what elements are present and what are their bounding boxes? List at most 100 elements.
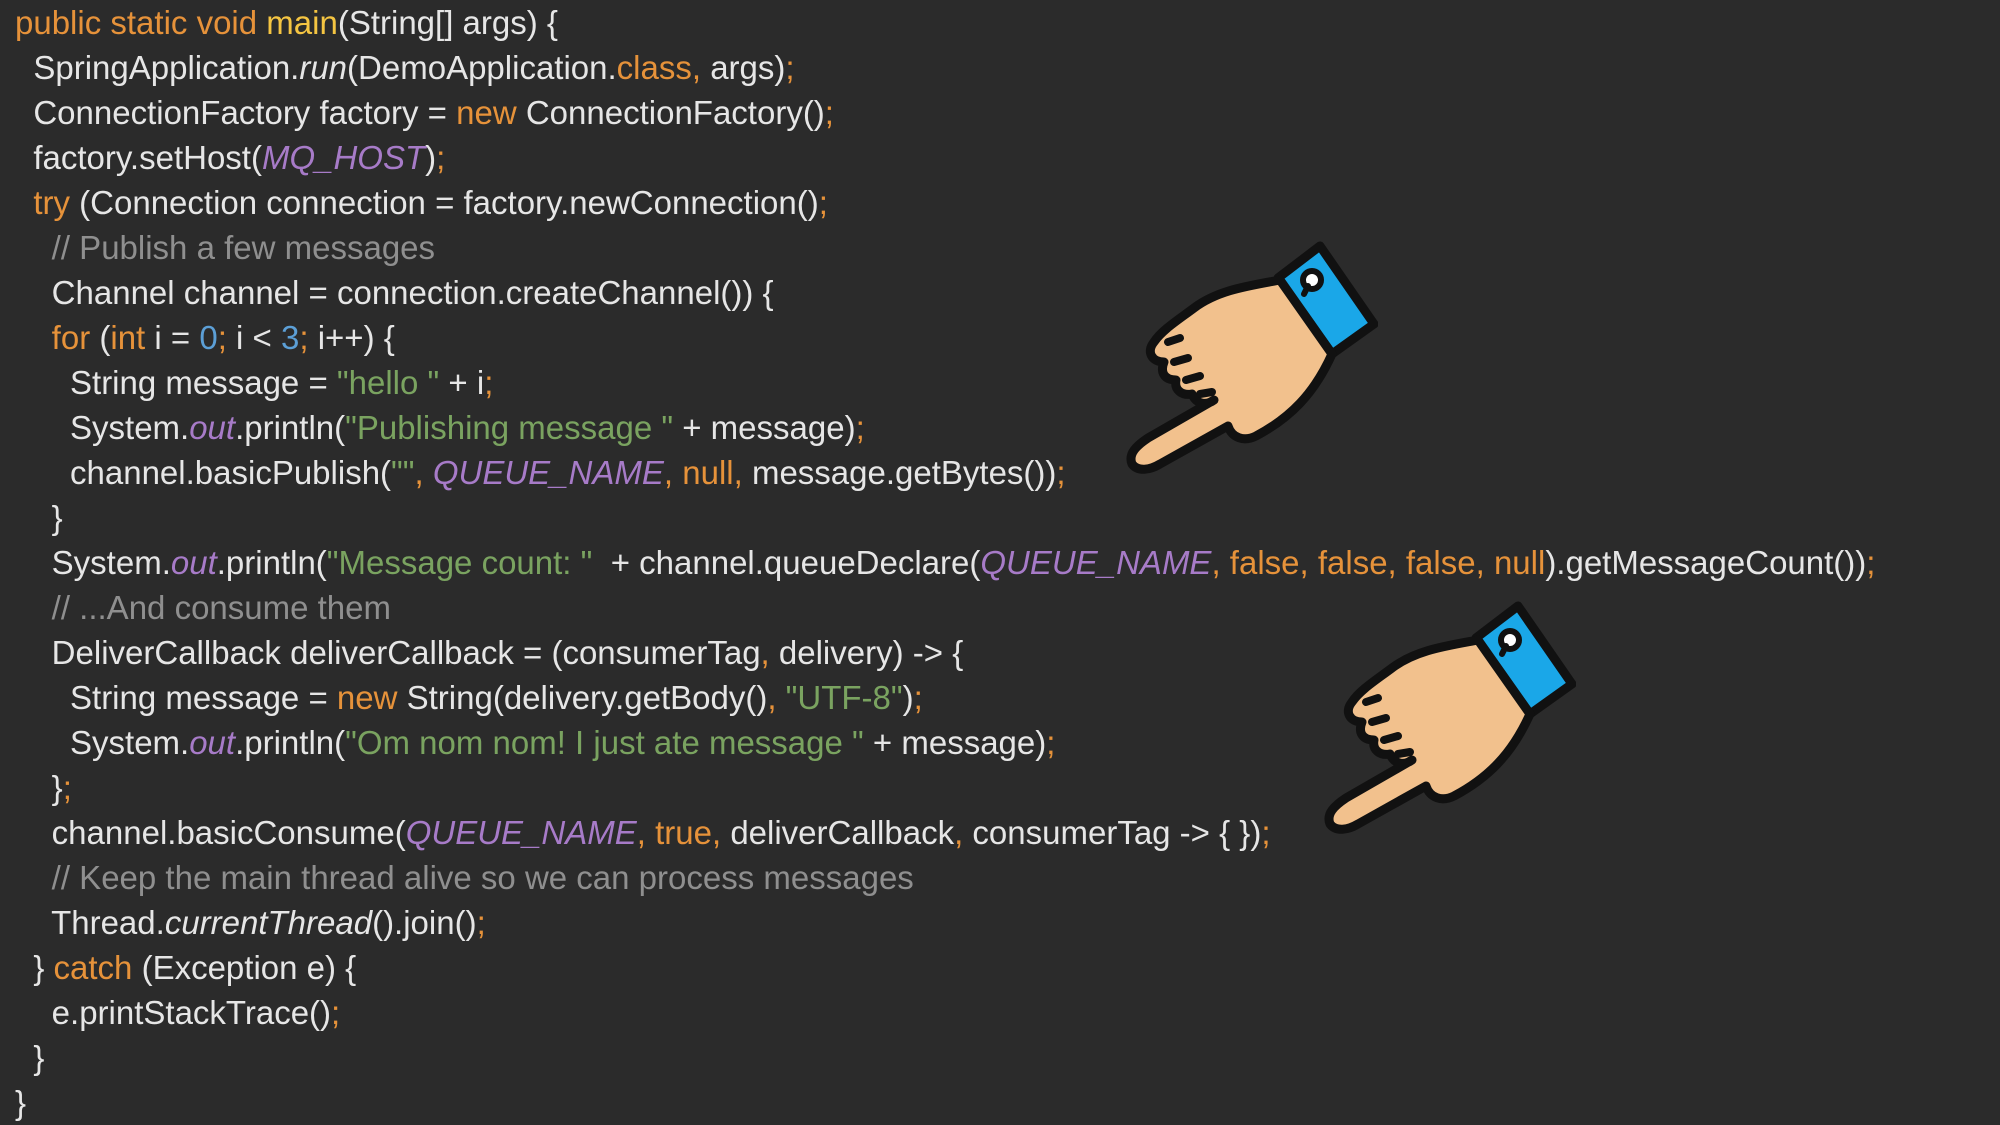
code-line: Channel channel = connection.createChann… <box>15 270 1875 315</box>
code-token: System. <box>15 409 190 446</box>
code-token: String message = <box>15 679 337 716</box>
code-token: } <box>15 949 54 986</box>
code-token: (DemoApplication. <box>347 49 617 86</box>
code-token: ; <box>1056 454 1066 491</box>
code-token: SpringApplication. <box>15 49 300 86</box>
code-token: channel.basicPublish( <box>15 454 392 491</box>
code-token: new <box>336 679 407 716</box>
code-token: ; <box>299 319 318 356</box>
code-token: + message) <box>863 724 1047 761</box>
code-line: System.out.println("Message count: " + c… <box>15 540 1876 585</box>
code-line: SpringApplication.run(DemoApplication.cl… <box>15 45 1875 90</box>
code-token: ) <box>902 679 914 716</box>
code-token: , <box>663 454 683 491</box>
code-line: }; <box>15 765 1875 810</box>
code-token: ) <box>425 139 437 176</box>
code-token: catch <box>53 949 142 986</box>
code-token: consumerTag -> { }) <box>972 814 1262 851</box>
code-token: (Connection connection = factory.newConn… <box>79 184 819 221</box>
code-token: } <box>15 1084 27 1121</box>
code-token: ; <box>824 94 834 131</box>
code-line: } <box>15 495 1875 540</box>
code-token: , <box>760 634 779 671</box>
code-token: } <box>15 499 63 536</box>
code-line: System.out.println("Om nom nom! I just a… <box>15 720 1875 765</box>
code-token: for <box>15 319 100 356</box>
code-token: e.printStackTrace() <box>15 994 332 1031</box>
code-token: , <box>954 814 973 851</box>
code-token: + message) <box>673 409 856 446</box>
code-token: , <box>636 814 656 851</box>
code-line: // Publish a few messages <box>15 225 1875 270</box>
code-token: true, <box>655 814 731 851</box>
code-token: ; <box>913 679 923 716</box>
code-token: delivery) -> { <box>778 634 964 671</box>
code-line: Thread.currentThread().join(); <box>15 900 1875 945</box>
code-token: } <box>15 769 63 806</box>
code-token: + i <box>439 364 485 401</box>
code-token: "UTF-8" <box>785 679 903 716</box>
code-token: (Exception e) { <box>141 949 357 986</box>
code-line: String message = "hello " + i; <box>15 360 1875 405</box>
code-token: , <box>1211 544 1230 581</box>
code-token: new <box>456 94 526 131</box>
code-token: "" <box>391 454 415 491</box>
code-token: } <box>15 1039 45 1076</box>
code-line: try (Connection connection = factory.new… <box>15 180 1875 225</box>
code-token: QUEUE_NAME <box>432 454 664 491</box>
code-token: args) <box>710 49 786 86</box>
code-token: try <box>15 184 80 221</box>
code-token: run <box>299 49 348 86</box>
code-line: // ...And consume them <box>15 585 1875 630</box>
code-token: class <box>616 49 692 86</box>
code-token: ; <box>855 409 865 446</box>
code-line: channel.basicPublish("", QUEUE_NAME, nul… <box>15 450 1875 495</box>
code-token: ).getMessageCount()) <box>1545 544 1867 581</box>
code-token: ; <box>331 994 341 1031</box>
code-token: ; <box>1046 724 1056 761</box>
code-token: ; <box>217 319 237 356</box>
code-line: // Keep the main thread alive so we can … <box>15 855 1875 900</box>
code-token: deliverCallback <box>730 814 955 851</box>
code-token: null <box>1493 544 1546 581</box>
code-token: i++) { <box>317 319 395 356</box>
pointing-hand-icon <box>1118 238 1378 478</box>
code-token: 0 <box>199 319 218 356</box>
code-token: false, <box>1317 544 1406 581</box>
code-token: ; <box>1866 544 1876 581</box>
pointing-hand-icon <box>1316 598 1576 838</box>
code-token: false, <box>1405 544 1494 581</box>
code-token: message.getBytes()) <box>751 454 1057 491</box>
code-token: out <box>189 724 236 761</box>
code-line: public static void main(String[] args) { <box>15 0 1875 45</box>
code-token: String(delivery.getBody() <box>406 679 768 716</box>
code-token: ; <box>476 904 486 941</box>
code-token: QUEUE_NAME <box>405 814 637 851</box>
code-token: Channel channel = connection.createChann… <box>15 274 774 311</box>
code-token: System. <box>15 544 171 581</box>
code-token: ConnectionFactory() <box>525 94 825 131</box>
code-line: e.printStackTrace(); <box>15 990 1875 1035</box>
code-token: 3 <box>281 319 300 356</box>
code-token: Thread. <box>15 904 165 941</box>
code-token: // ...And consume them <box>15 589 392 626</box>
code-token: ; <box>785 49 795 86</box>
code-line: for (int i = 0; i < 3; i++) { <box>15 315 1875 360</box>
code-token: ; <box>436 139 446 176</box>
code-line: channel.basicConsume(QUEUE_NAME, true, d… <box>15 810 1875 855</box>
code-token: , <box>414 454 433 491</box>
code-token: , <box>691 49 711 86</box>
code-token: "Publishing message " <box>345 409 674 446</box>
code-token: MQ_HOST <box>261 139 426 176</box>
code-token: null, <box>682 454 752 491</box>
code-token: ; <box>62 769 72 806</box>
code-token: .println( <box>235 724 346 761</box>
code-token: factory.setHost( <box>15 139 262 176</box>
code-token: + channel.queueDeclare( <box>592 544 981 581</box>
code-line: System.out.println("Publishing message "… <box>15 405 1875 450</box>
code-token: "Om nom nom! I just ate message " <box>345 724 864 761</box>
code-token: "Message count: " <box>326 544 593 581</box>
code-token: i < <box>236 319 281 356</box>
code-token: , <box>767 679 786 716</box>
code-token: (String[] args) { <box>337 4 558 41</box>
